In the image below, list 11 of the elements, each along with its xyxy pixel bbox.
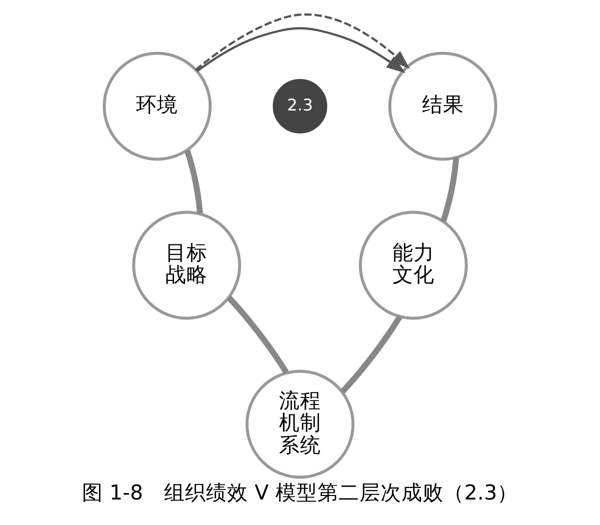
node-circle: 2.3 [272,79,328,134]
node-circle: 目标战略 [132,210,242,320]
node-circle: 流程机制系统 [246,370,354,479]
connector [226,296,289,374]
connector [184,149,203,214]
connector [340,315,402,394]
node-circle: 能力文化 [358,210,468,320]
node-circle: 环境 [102,52,212,161]
connector [440,157,460,222]
caption: 图 1-8 组织绩效 V 模型第二层次成败（2.3） [82,480,518,505]
arrow [195,13,410,71]
